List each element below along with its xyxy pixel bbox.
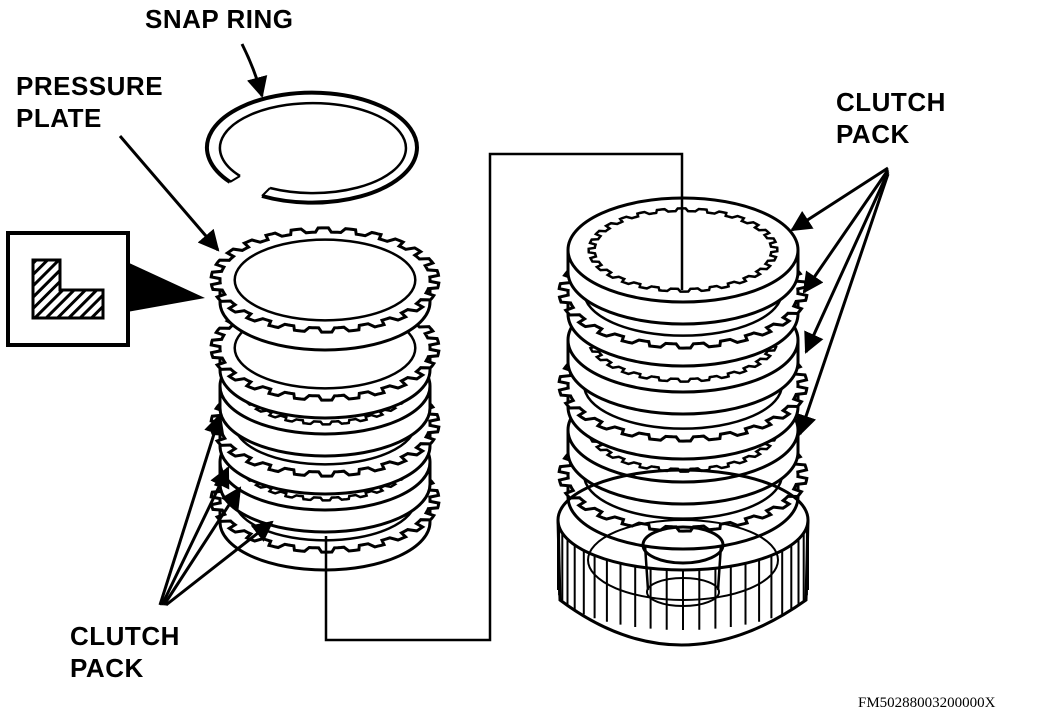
left-clutch-leader-2: [160, 466, 230, 606]
snap-ring-leader: [240, 43, 268, 99]
right-clutch-leader-3: [804, 171, 890, 354]
left-clutch-leader-4: [165, 520, 274, 607]
figure-code: FM50288003200000X: [858, 695, 996, 711]
right-clutch-pack-label-line1: CLUTCH: [836, 87, 946, 117]
right-clutch-leader-1: [790, 166, 889, 232]
snap-ring-label: SNAP RING: [145, 4, 294, 34]
connector-bracket: [324, 152, 684, 642]
left-clutch-stack: [209, 226, 441, 572]
left-clutch-pack-label-line2: PACK: [70, 653, 144, 683]
right-clutch-leader-4: [796, 173, 890, 436]
pressure-plate-leader: [118, 135, 220, 252]
right-clutch-leader-2: [802, 169, 890, 294]
left-clutch-leader-1: [158, 412, 225, 606]
snap-ring: [205, 90, 419, 205]
left-clutch-leader-3: [162, 486, 242, 606]
left-plate-6: [209, 226, 441, 352]
section-view-callout: [6, 231, 205, 347]
right-clutch-pack-label-line2: PACK: [836, 119, 910, 149]
left-clutch-pack-label-line1: CLUTCH: [70, 621, 180, 651]
leader-arrows: [118, 43, 890, 607]
clutch-drum: [556, 468, 810, 647]
pressure-plate-label-line1: PRESSURE: [16, 71, 164, 101]
pressure-plate-label-line2: PLATE: [16, 103, 102, 133]
right-clutch-stack: [557, 196, 809, 551]
